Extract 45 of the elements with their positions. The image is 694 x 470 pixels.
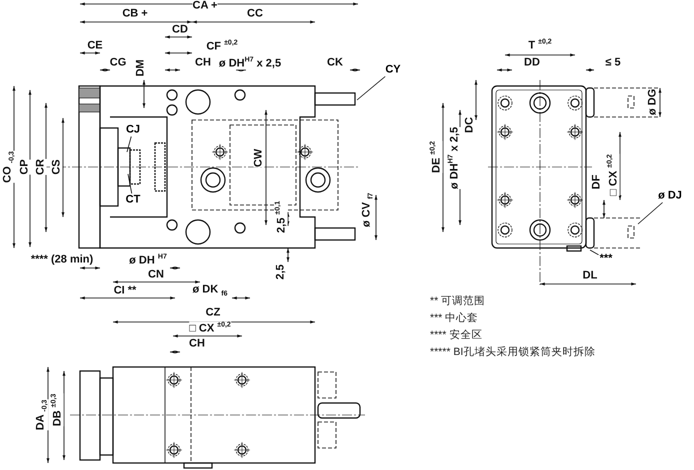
dimension-label: □ CX $^{±0,2}$	[189, 322, 231, 334]
dimension-label: DC	[464, 117, 476, 133]
leader-line	[590, 250, 599, 256]
dimension-label: CZ	[206, 308, 220, 318]
note-text: **** 安全区	[430, 330, 482, 340]
dimension-label: T $^{±0,2}$	[528, 38, 552, 52]
dimension-label: CA +	[192, 0, 218, 12]
note-text: *** 中心套	[430, 312, 478, 324]
dimension-label: DL	[582, 270, 598, 282]
dimension-label: DF	[592, 174, 602, 190]
callout-label: ***	[598, 252, 614, 266]
dimension-label: CN	[148, 270, 164, 280]
dimension-label: CB +	[122, 8, 148, 20]
leader-line	[126, 136, 132, 152]
dimension-label: CE	[87, 40, 103, 52]
dimension-label: CP	[20, 159, 30, 175]
dimension-label: CD	[172, 24, 188, 36]
note-text: ** 可调范围	[430, 296, 486, 306]
dimension-label: **** (28 min)	[30, 254, 94, 266]
dimension-label: DM	[136, 59, 146, 77]
note-text: ***** BI孔堵头采用锁紧筒夹时拆除	[430, 346, 596, 358]
dimension-label: CR	[36, 159, 46, 175]
dimension-label: ø DH $^{H7}$	[129, 254, 167, 266]
dimension-label: CC	[247, 8, 263, 20]
dimension-label: ≤ 5	[605, 58, 621, 68]
leader-line	[356, 76, 386, 100]
dimension-label: 2,5	[276, 264, 286, 280]
callout-label: CY	[384, 64, 402, 76]
dimension-label: CH	[189, 338, 205, 350]
callout-label: ø DJ	[657, 190, 683, 202]
dimension-label: CG	[110, 58, 126, 68]
dimension-label: CH	[195, 58, 211, 68]
dimension-label: ø DK $_{f6}$	[192, 284, 228, 298]
dimension-label: CI **	[114, 286, 136, 296]
leader-line	[128, 174, 132, 194]
dimension-label: CS	[52, 159, 62, 175]
callout-label: CJ	[124, 124, 142, 136]
dimension-label: DD	[524, 58, 540, 68]
leader-line	[638, 202, 663, 224]
dimension-label: CF $^{±0,2}$	[206, 40, 238, 52]
dimension-label: ø DG	[648, 88, 658, 116]
dimension-label: ø DH$^{H7}$ x 2,5	[218, 56, 282, 70]
callout-label: CT	[124, 194, 142, 206]
dimension-label: CK	[327, 58, 343, 68]
dimension-label: CW	[254, 148, 264, 168]
